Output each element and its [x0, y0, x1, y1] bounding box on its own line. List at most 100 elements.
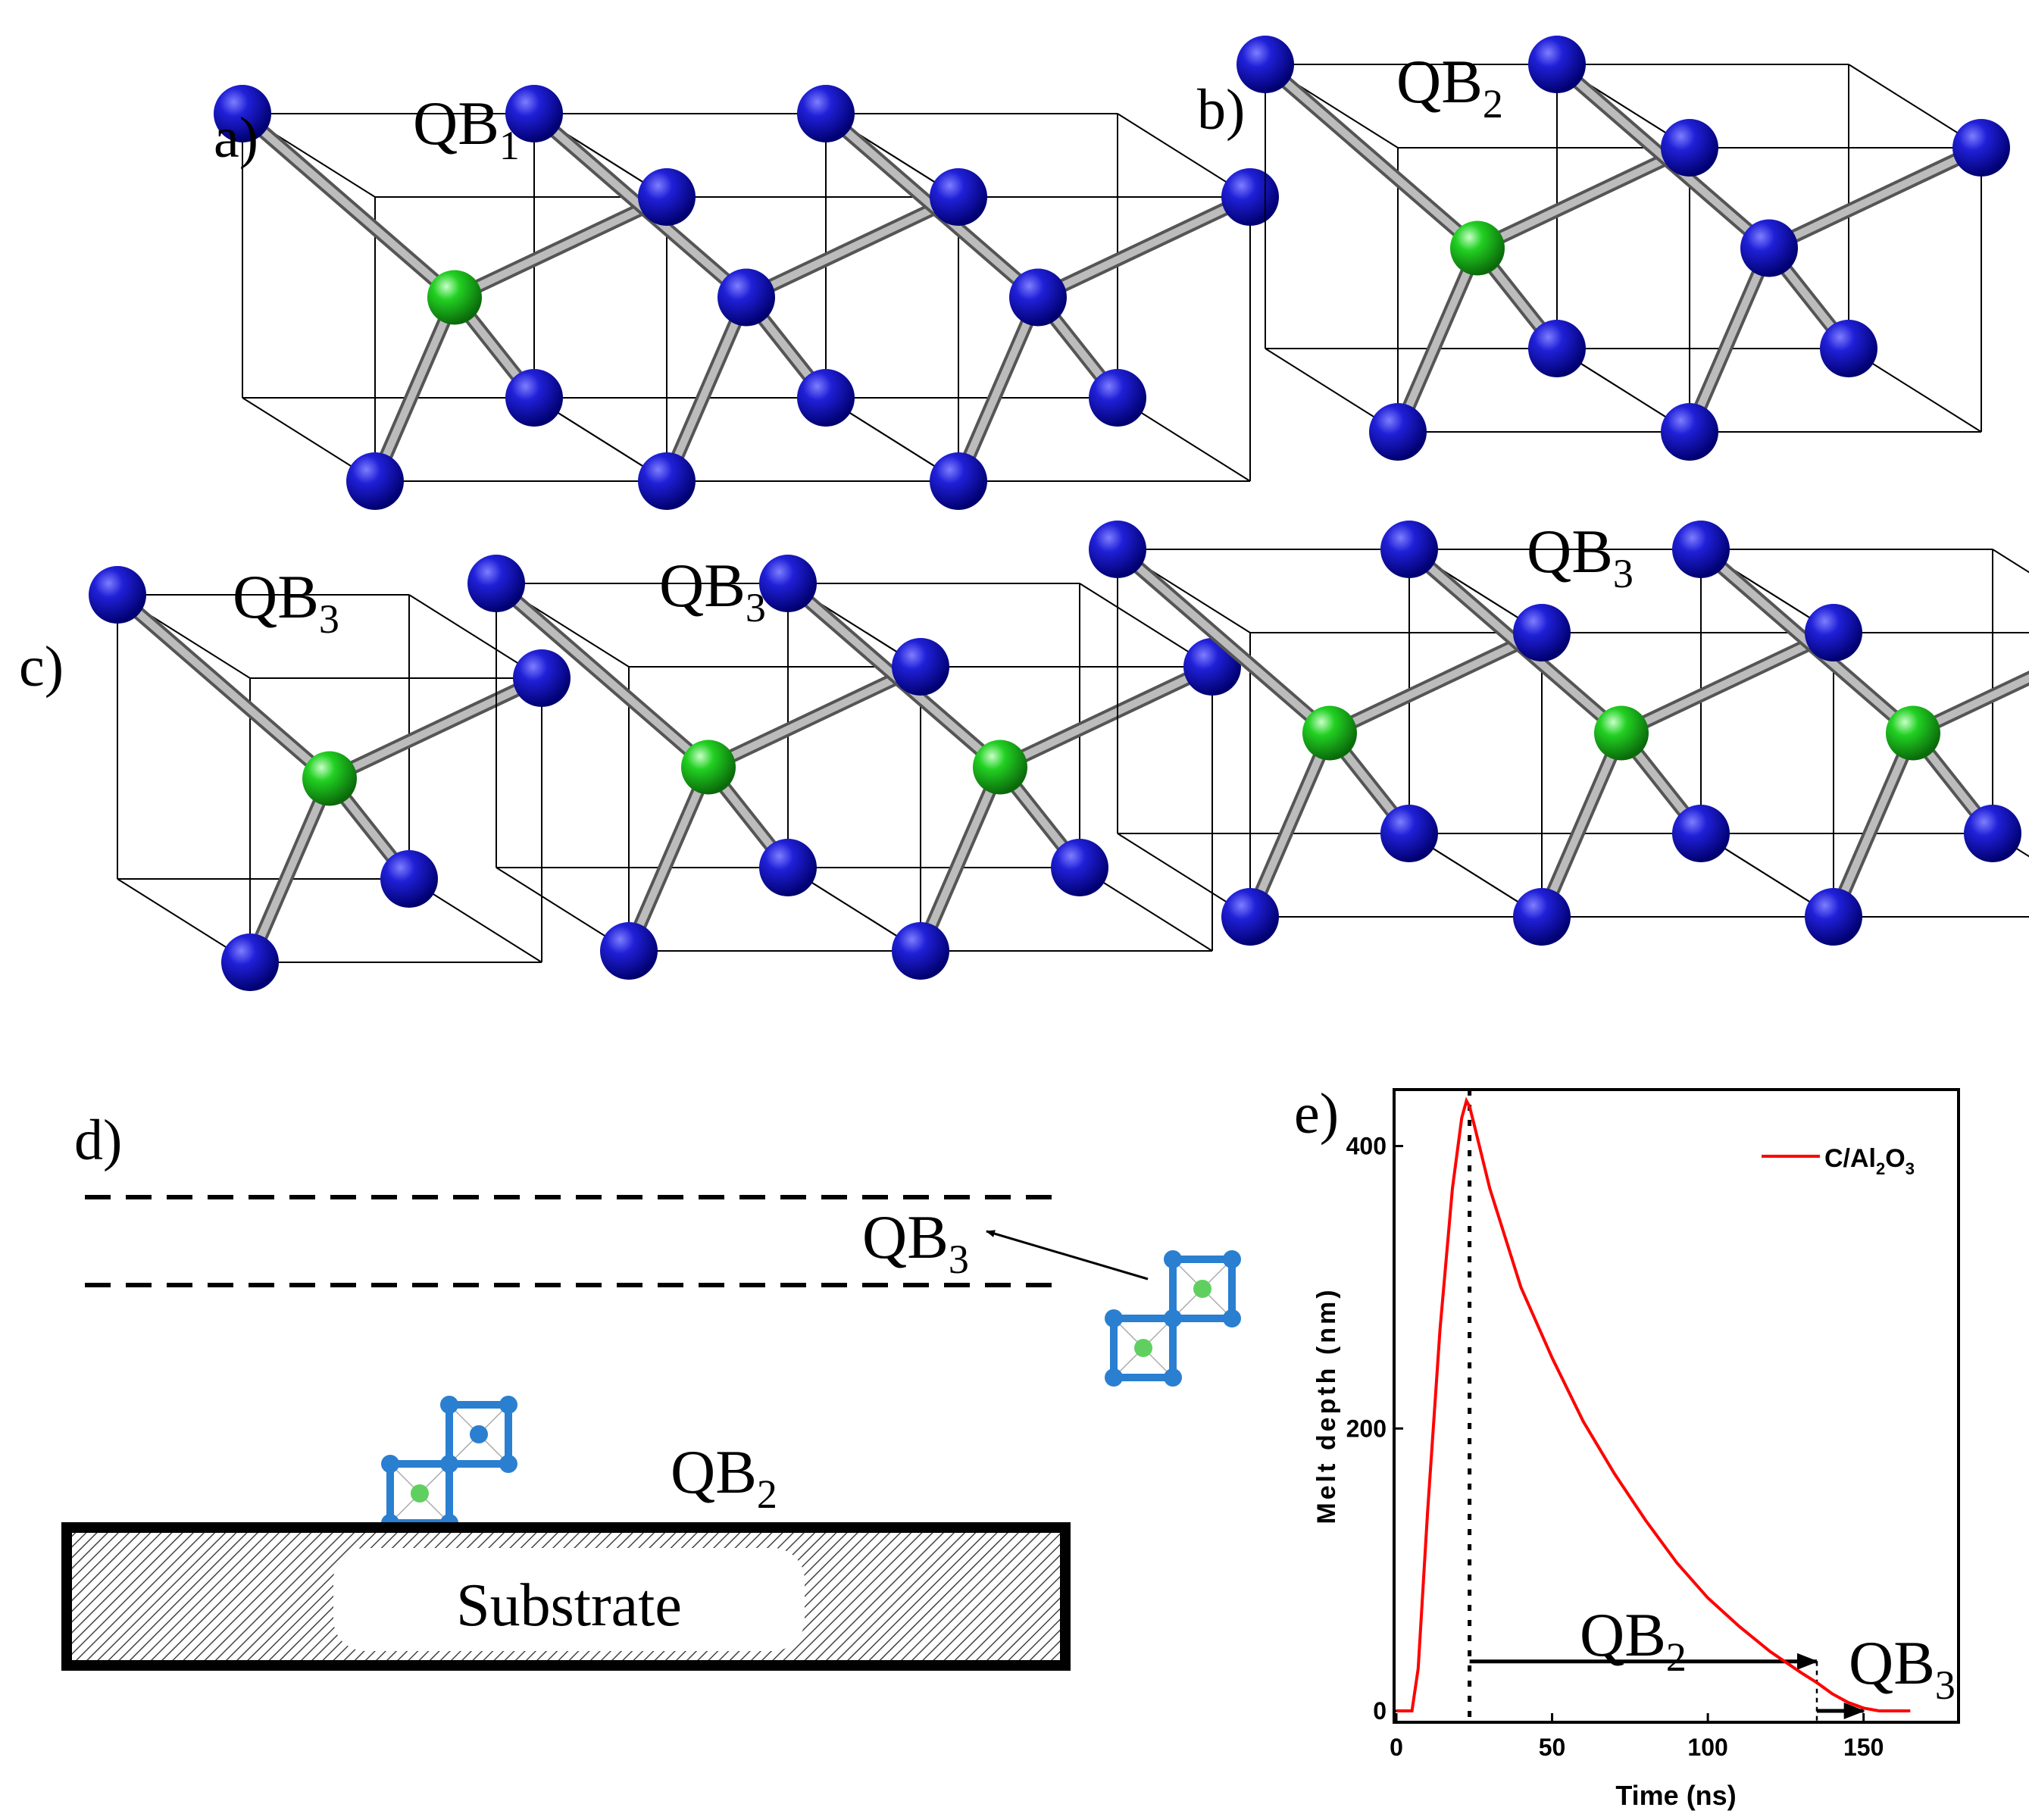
lattice-square	[1110, 1315, 1177, 1381]
bond	[239, 110, 458, 302]
bond	[743, 193, 962, 302]
bond	[1830, 729, 1917, 921]
lattice-node	[1105, 1309, 1123, 1327]
panel-b-label: b)	[1197, 78, 1245, 142]
lattice-center-atom	[411, 1484, 429, 1503]
green-atom	[681, 740, 736, 795]
bond	[955, 293, 1042, 485]
substrate-label: Substrate	[456, 1572, 682, 1639]
blue-atom	[1051, 839, 1108, 896]
green-atom	[1302, 705, 1357, 761]
legend-entry: C/Al2O3	[1824, 1144, 1915, 1178]
bond	[1686, 244, 1773, 436]
cube-edge	[1992, 549, 2029, 574]
lattice-center-atom	[1193, 1280, 1211, 1298]
bond	[996, 663, 1216, 771]
blue-atom	[1009, 268, 1067, 327]
bond	[917, 763, 1004, 955]
blue-atom	[467, 555, 525, 612]
lattice-square	[446, 1401, 512, 1468]
panel-d-label: d)	[74, 1109, 122, 1172]
blue-atom	[513, 649, 571, 707]
blue-atom	[505, 85, 563, 142]
lattice-node	[381, 1455, 399, 1473]
panel-b-bonds	[1258, 58, 1988, 439]
series-line-c-al2o3	[1396, 1096, 1911, 1712]
bond	[1246, 729, 1333, 921]
bond	[451, 193, 671, 302]
panel-c-2-bonds	[489, 577, 1219, 958]
lattice-square	[1169, 1256, 1236, 1322]
blue-atom	[1513, 604, 1571, 661]
blue-atom	[1672, 521, 1730, 578]
panel-d-qb3-label: QB3	[862, 1202, 969, 1282]
y-axis-label: Melt depth (nm)	[1312, 1287, 1341, 1524]
x-tick-label: 50	[1539, 1734, 1566, 1761]
green-atom	[1450, 220, 1505, 276]
bond	[1765, 144, 1985, 252]
lattice-node	[1105, 1368, 1123, 1387]
panel-e-label: e)	[1294, 1082, 1339, 1146]
blue-atom	[505, 369, 563, 427]
blue-atom	[1661, 119, 1718, 177]
blue-atom	[380, 850, 438, 908]
y-tick-label: 400	[1346, 1133, 1387, 1160]
y-tick-label: 200	[1346, 1415, 1387, 1442]
surface-lattice-icon	[381, 1396, 517, 1532]
blue-atom	[930, 168, 987, 226]
x-tick-label: 100	[1687, 1734, 1727, 1761]
bond	[1394, 244, 1481, 436]
lattice-node	[1223, 1250, 1241, 1268]
blue-atom	[638, 452, 696, 510]
panel-c-2-atoms	[467, 555, 1241, 980]
lattice-node	[499, 1396, 517, 1414]
blue-atom	[1221, 888, 1279, 946]
bond	[1261, 61, 1481, 252]
blue-atom	[1661, 403, 1718, 461]
lattice-node	[499, 1455, 517, 1473]
bond	[1618, 629, 1837, 737]
blue-atom	[1089, 521, 1146, 578]
panel-b-group	[1236, 36, 2010, 461]
blue-atom	[930, 452, 987, 510]
lattice-node	[1164, 1250, 1182, 1268]
blue-atom	[1820, 320, 1877, 377]
substrate-label-box	[333, 1548, 805, 1651]
bond	[625, 763, 712, 955]
bond	[1034, 193, 1254, 302]
blue-atom	[1805, 604, 1862, 661]
panel-d-qb2-label: QB2	[671, 1437, 777, 1517]
lattice-node	[440, 1396, 458, 1414]
x-tick-label: 150	[1843, 1734, 1884, 1761]
blue-atom	[797, 85, 855, 142]
blue-atom	[1528, 36, 1586, 93]
bond	[492, 580, 712, 771]
chart-qb2-label: QB2	[1580, 1600, 1687, 1680]
blue-atom	[1740, 219, 1798, 277]
green-atom	[1594, 705, 1649, 761]
lattice-center-atom	[1134, 1339, 1152, 1357]
panel-b-title: QB2	[1396, 47, 1503, 127]
blue-atom	[1672, 805, 1730, 862]
legend: C/Al2O3	[1762, 1144, 1915, 1178]
blue-atom	[1805, 888, 1862, 946]
bond	[1538, 729, 1625, 921]
bond	[326, 674, 546, 783]
chart-qb3-label: QB3	[1849, 1628, 1956, 1708]
blue-atom	[1369, 403, 1427, 461]
panel-a-group	[214, 85, 1279, 510]
bond	[371, 293, 458, 485]
panel-a-atoms	[214, 85, 1279, 510]
blue-atom	[1964, 805, 2021, 862]
blue-atom	[717, 268, 775, 327]
panel-c-2-group	[467, 555, 1241, 980]
blue-atom	[892, 638, 949, 696]
qb3-pointer-arrow	[986, 1230, 1149, 1281]
blue-atom	[1380, 805, 1438, 862]
lattice-node	[1223, 1309, 1241, 1327]
y-tick-label: 0	[1373, 1697, 1387, 1725]
bond	[1326, 629, 1546, 737]
panel-c-title-1: QB3	[233, 562, 339, 642]
